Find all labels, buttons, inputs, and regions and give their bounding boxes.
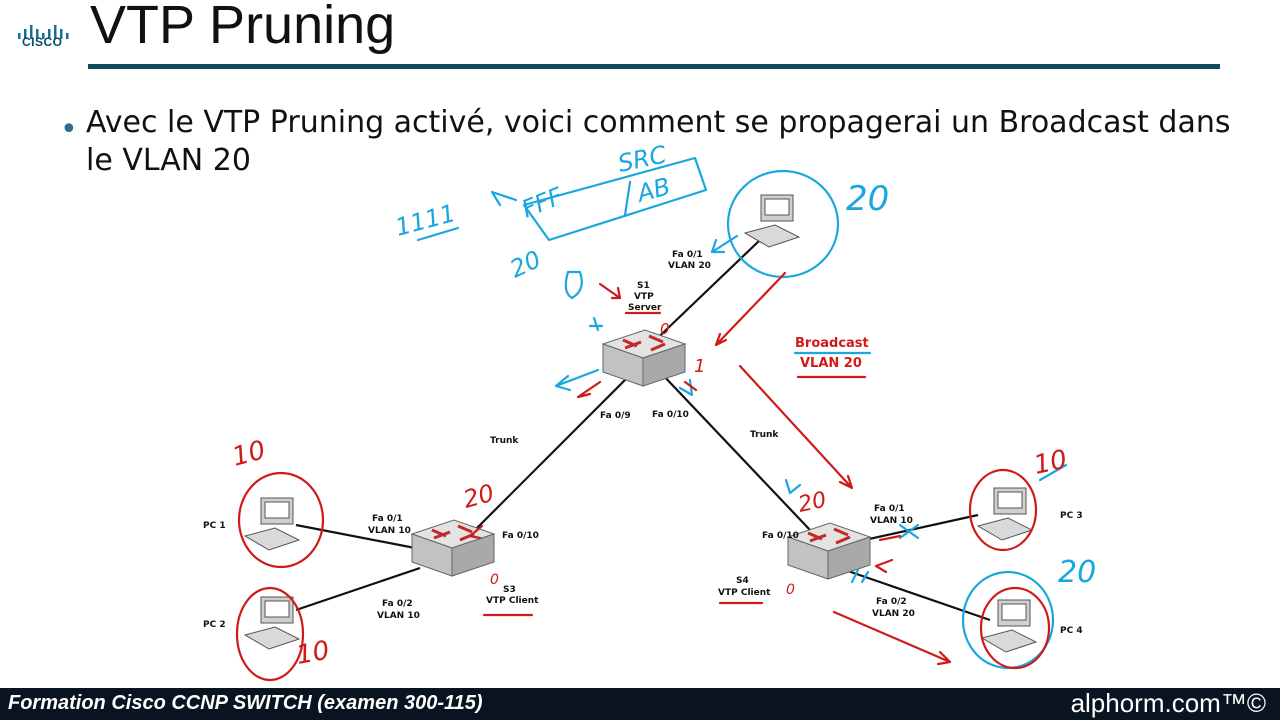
s4-cross [898, 523, 920, 540]
broadcast-label: Broadcast [795, 336, 869, 351]
link-s3-pc1 [295, 523, 416, 550]
footer-course-title: Formation Cisco CCNP SWITCH (examen 300-… [8, 692, 483, 714]
s3-trunk-vlan-annotation: 20 [460, 479, 497, 514]
pc1-label: PC 1 [203, 521, 226, 531]
switch-s4 [786, 522, 872, 580]
s3-name: S3 [503, 585, 516, 595]
switch-s3 [410, 519, 496, 577]
s1-port-right: Fa 0/10 [652, 410, 689, 420]
s1-zero-annotation: 0 [660, 320, 670, 338]
frame-divider [623, 180, 632, 217]
s3-port-up: Fa 0/10 [502, 531, 539, 541]
switch-s1 [601, 329, 687, 387]
s1-port-top: Fa 0/1 [672, 250, 703, 260]
s4-to-pc4-arrow [832, 610, 952, 666]
s4-zero-annotation: 0 [786, 582, 795, 598]
link-s4-pc4 [844, 568, 991, 622]
pc1-circle [237, 471, 325, 569]
link-s3-pc2 [295, 566, 421, 612]
pc1-vlan-annotation: 10 [229, 435, 269, 473]
host-circle [726, 169, 840, 279]
logo-text: CISCO [22, 35, 63, 49]
ones-underline [416, 226, 460, 242]
s4-name: S4 [736, 576, 749, 586]
s4-trunk-vlan-annotation: 20 [796, 488, 829, 518]
link-s1-s4 [659, 371, 811, 531]
pc4-label: PC 4 [1060, 626, 1083, 636]
s1-port-left: Fa 0/9 [600, 411, 631, 421]
pc4-vlan-annotation: 20 [1058, 555, 1096, 590]
pc4-icon [980, 599, 1038, 653]
footer-brand: alphorm.com™© [1070, 688, 1266, 718]
s1-plus-mark [588, 316, 604, 332]
link-s1-s3 [469, 374, 631, 536]
pc2-icon [243, 596, 301, 650]
broadcast-vlan-label: VLAN 20 [800, 356, 862, 371]
s1-left-arrow [554, 368, 600, 392]
s4-down-arrow [784, 478, 802, 495]
s4-ticks [850, 568, 870, 584]
pc2-vlan-annotation: 10 [294, 636, 332, 671]
pc4-circle-red [979, 586, 1051, 670]
s4-vlan2: VLAN 20 [872, 609, 915, 619]
pc3-slash [1038, 463, 1068, 482]
pc3-circle [968, 468, 1038, 552]
pc2-circle [235, 586, 305, 682]
trunk-left-label: Trunk [490, 436, 519, 446]
s1-role1: VTP [634, 292, 654, 302]
host-arrow [710, 234, 739, 254]
slide-title: VTP Pruning [90, 0, 396, 55]
trunk-right-label: Trunk [750, 430, 779, 440]
s1-to-s4-arrow [738, 364, 854, 490]
s1-left-red-arrow [576, 380, 602, 399]
s4-right-arrows [874, 534, 902, 574]
footer-bar: Formation Cisco CCNP SWITCH (examen 300-… [0, 688, 1280, 720]
bullet-marker: • [60, 112, 78, 147]
s1-in-arrow [598, 282, 622, 300]
s3-port2: Fa 0/2 [382, 599, 413, 609]
bullet-text: Avec le VTP Pruning activé, voici commen… [86, 105, 1231, 178]
s4-port1: Fa 0/1 [874, 504, 905, 514]
src-annotation: SRC [615, 140, 669, 178]
s4-port2: Fa 0/2 [876, 597, 907, 607]
s3-up-arrow [468, 524, 484, 540]
pc3-label: PC 3 [1060, 511, 1083, 521]
pc-host-icon [743, 194, 801, 248]
s4-role: VTP Client [718, 588, 771, 598]
s4-port-up: Fa 0/10 [762, 531, 799, 541]
s4-vlan1: VLAN 10 [870, 516, 913, 526]
s1-role2: Server [628, 303, 662, 313]
s1-name: S1 [637, 281, 650, 291]
host-vlan-annotation: 20 [846, 179, 889, 219]
s1-vlan-top: VLAN 20 [668, 261, 711, 271]
pc2-label: PC 2 [203, 620, 226, 630]
pc1-icon [243, 497, 301, 551]
s3-vlan2: VLAN 10 [377, 611, 420, 621]
s3-vlan1: VLAN 10 [368, 526, 411, 536]
s3-role: VTP Client [486, 596, 539, 606]
frame-arrow [490, 190, 518, 207]
s1-right-tick [683, 380, 698, 392]
pc3-vlan-annotation: 10 [1031, 445, 1070, 481]
s3-zero-annotation: 0 [490, 572, 499, 588]
pc3-icon [976, 487, 1034, 541]
frame-dst-annotation: FFF [518, 182, 568, 224]
s3-port1: Fa 0/1 [372, 514, 403, 524]
host-to-s1-arrow [714, 271, 787, 347]
cisco-logo [18, 25, 69, 39]
ones-annotation: 1111 [392, 199, 458, 242]
s1-mark-annotation: 1 [694, 356, 705, 377]
frame-sketch [522, 156, 708, 242]
title-rule [88, 64, 1220, 69]
vlan-tag-annotation: 20 [506, 245, 546, 283]
trunk-sketch [564, 270, 583, 300]
